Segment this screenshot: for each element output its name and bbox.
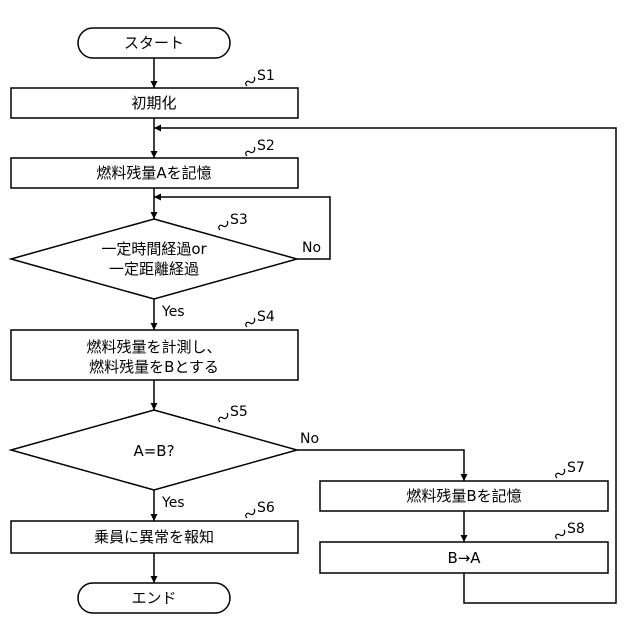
- step-label-s6: S6: [257, 500, 275, 516]
- s3-decision: [11, 219, 297, 299]
- step-label-s4: S4: [257, 309, 275, 325]
- s6-leader: [246, 509, 255, 518]
- step-label-s5: S5: [230, 404, 248, 420]
- s4-leader: [246, 318, 255, 327]
- s2-leader: [246, 147, 255, 156]
- s3-no-label: No: [302, 240, 321, 256]
- s3-leader: [219, 221, 228, 230]
- s3-label-line2: 一定距離経過: [109, 260, 199, 278]
- s7-leader: [556, 469, 565, 478]
- step-labels: S1 S2 S3 S4 S5 S6 S7 S8: [230, 68, 585, 537]
- s4-label-line2: 燃料残量をBとする: [89, 358, 219, 376]
- step-label-s1: S1: [257, 68, 275, 84]
- s3-label-line1: 一定時間経過or: [101, 240, 207, 258]
- s4-label-line1: 燃料残量を計測し、: [86, 338, 221, 356]
- s8-label: B→A: [447, 549, 481, 567]
- s8-leader: [556, 530, 565, 539]
- s5-yes-label: Yes: [161, 495, 185, 511]
- s3-yes-label: Yes: [161, 304, 185, 320]
- s5-label: A=B?: [133, 442, 174, 460]
- s1-leader: [246, 77, 255, 86]
- step-label-s2: S2: [257, 138, 275, 154]
- end-label: エンド: [131, 589, 176, 607]
- shapes: [11, 28, 608, 613]
- start-label: スタート: [124, 34, 184, 52]
- step-label-s8: S8: [567, 521, 585, 537]
- edge-s5-no: [297, 450, 464, 481]
- s6-label: 乗員に異常を報知: [94, 528, 214, 546]
- s7-label: 燃料残量Bを記憶: [406, 487, 521, 505]
- s5-leader: [219, 413, 228, 422]
- s5-no-label: No: [300, 431, 319, 447]
- step-label-s3: S3: [230, 212, 248, 228]
- s2-label: 燃料残量Aを記憶: [96, 164, 211, 182]
- s1-label: 初期化: [131, 94, 176, 112]
- step-label-s7: S7: [567, 460, 585, 476]
